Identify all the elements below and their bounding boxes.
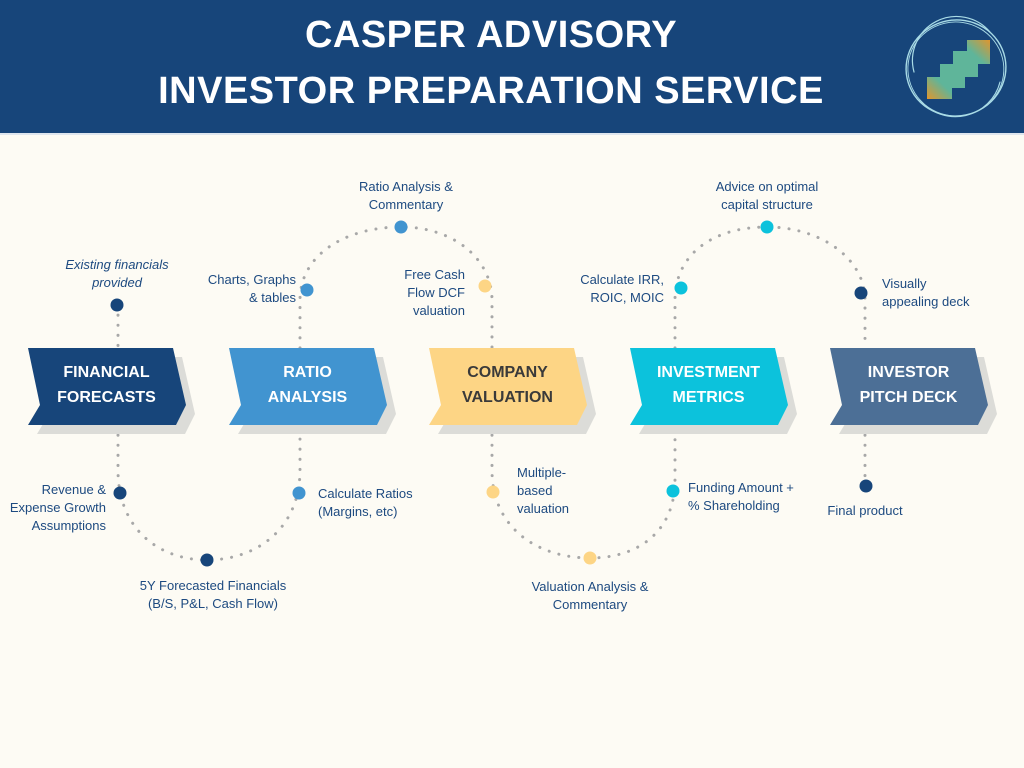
milestone-label-line: & tables bbox=[249, 290, 296, 305]
milestone-label-calculate-irr: Calculate IRR, ROIC, MOIC bbox=[560, 271, 664, 307]
stage-label-line2: ANALYSIS bbox=[267, 389, 348, 406]
milestone-label-line: appealing deck bbox=[882, 294, 970, 309]
milestone-dot-revenue-growth bbox=[113, 486, 127, 500]
milestone-label-valuation-commentary: Valuation Analysis & Commentary bbox=[510, 578, 670, 614]
dotted-connector-2 bbox=[116, 423, 302, 562]
milestone-dot-funding-amount bbox=[666, 484, 680, 498]
milestone-dot-multiple-based bbox=[486, 485, 500, 499]
stage-chevron-financial-forecasts bbox=[28, 348, 186, 425]
milestone-label-line: Flow DCF bbox=[407, 285, 465, 300]
milestone-label-line: valuation bbox=[412, 303, 465, 318]
milestone-label-line: Valuation Analysis & bbox=[531, 579, 649, 594]
milestone-label-line: Charts, Graphs bbox=[207, 272, 296, 287]
milestone-dot-calculate-ratios bbox=[292, 486, 306, 500]
milestone-label-line: valuation bbox=[517, 501, 570, 516]
milestone-dot-valuation-commentary bbox=[583, 551, 597, 565]
stage-label-line2: VALUATION bbox=[462, 389, 553, 406]
milestone-label-line: Ratio Analysis & bbox=[359, 179, 453, 194]
milestone-label-line: Visually bbox=[882, 276, 927, 291]
milestone-dot-capital-structure bbox=[760, 220, 774, 234]
milestone-label-line: Final product bbox=[827, 503, 903, 518]
milestone-label-line: Free Cash bbox=[404, 267, 465, 282]
milestone-label-line: Existing financials bbox=[65, 257, 169, 272]
stage-chevron-company-valuation bbox=[429, 348, 587, 425]
milestone-dot-visually-appealing bbox=[854, 286, 868, 300]
milestone-dot-five-year-forecast bbox=[200, 553, 214, 567]
milestone-dot-final-product bbox=[859, 479, 873, 493]
milestone-label-funding-amount: Funding Amount + % Shareholding bbox=[688, 479, 828, 515]
milestone-label-line: Assumptions bbox=[31, 518, 106, 533]
milestone-label-calculate-ratios: Calculate Ratios (Margins, etc) bbox=[318, 485, 458, 521]
milestone-dot-charts-graphs bbox=[300, 283, 314, 297]
milestone-dot-calculate-irr bbox=[674, 281, 688, 295]
stage-label-line2: PITCH DECK bbox=[859, 389, 958, 406]
milestone-label-final-product: Final product bbox=[800, 502, 930, 520]
stage-label-line2: FORECASTS bbox=[57, 389, 156, 406]
milestone-label-ratio-commentary: Ratio Analysis & Commentary bbox=[336, 178, 476, 214]
header-title-line1: CASPER ADVISORY bbox=[304, 14, 678, 56]
milestone-label-line: Revenue & bbox=[41, 482, 106, 497]
milestone-label-line: (B/S, P&L, Cash Flow) bbox=[147, 596, 279, 611]
dotted-connector-5 bbox=[673, 225, 867, 350]
milestone-label-line: based bbox=[517, 483, 553, 498]
stage-label-line1: RATIO bbox=[283, 364, 332, 381]
milestone-label-capital-structure: Advice on optimal capital structure bbox=[697, 178, 837, 214]
stage-label-line1: INVESTOR bbox=[867, 364, 950, 381]
milestone-label-visually-appealing: Visually appealing deck bbox=[882, 275, 1022, 311]
milestone-label-line: 5Y Forecasted Financials bbox=[139, 578, 287, 593]
milestone-label-multiple-based: Multiple-based valuation bbox=[517, 464, 607, 518]
milestone-label-five-year-forecast: 5Y Forecasted Financials (B/S, P&L, Cash … bbox=[118, 577, 308, 613]
milestone-label-line: Commentary bbox=[368, 197, 444, 212]
milestone-label-line: provided bbox=[92, 275, 142, 290]
milestone-dot-existing-financials bbox=[110, 298, 124, 312]
header-banner: CASPER ADVISORY INVESTOR PREPARATION SER… bbox=[0, 0, 1024, 133]
header-divider bbox=[0, 133, 1024, 135]
header-title-line2: INVESTOR PREPARATION SERVICE bbox=[158, 70, 824, 112]
stage-label-investor-pitch-deck: INVESTOR PITCH DECK bbox=[836, 360, 981, 410]
milestone-label-line: Funding Amount + bbox=[688, 480, 794, 495]
milestone-dot-ratio-commentary bbox=[394, 220, 408, 234]
milestone-dot-fcf-dcf bbox=[478, 279, 492, 293]
stage-label-line1: COMPANY bbox=[467, 364, 548, 381]
stage-label-ratio-analysis: RATIO ANALYSIS bbox=[235, 360, 380, 410]
staircase-logo-icon bbox=[905, 15, 1007, 118]
stage-label-financial-forecasts: FINANCIAL FORECASTS bbox=[34, 360, 179, 410]
milestone-label-line: ROIC, MOIC bbox=[590, 290, 664, 305]
milestone-label-line: (Margins, etc) bbox=[318, 504, 398, 519]
stage-label-line2: METRICS bbox=[672, 389, 745, 406]
stage-label-company-valuation: COMPANY VALUATION bbox=[435, 360, 580, 410]
milestone-label-line: Advice on optimal bbox=[715, 179, 819, 194]
milestone-label-line: Calculate Ratios bbox=[318, 486, 413, 501]
stage-chevron-ratio-analysis bbox=[229, 348, 387, 425]
stage-label-investment-metrics: INVESTMENT METRICS bbox=[636, 360, 781, 410]
milestone-label-line: capital structure bbox=[721, 197, 813, 212]
stage-chevron-investor-pitch-deck bbox=[830, 348, 988, 425]
stage-label-line1: INVESTMENT bbox=[656, 364, 761, 381]
stage-label-line1: FINANCIAL bbox=[63, 364, 150, 381]
milestone-label-line: Commentary bbox=[552, 597, 628, 612]
milestone-label-charts-graphs: Charts, Graphs & tables bbox=[190, 271, 296, 307]
milestone-label-line: % Shareholding bbox=[688, 498, 780, 513]
milestone-label-line: Expense Growth bbox=[9, 500, 106, 515]
milestone-label-line: Multiple- bbox=[517, 465, 567, 480]
milestone-label-line: Calculate IRR, bbox=[580, 272, 664, 287]
stage-chevron-investment-metrics bbox=[630, 348, 788, 425]
milestone-label-existing-financials: Existing financials provided bbox=[47, 256, 187, 292]
